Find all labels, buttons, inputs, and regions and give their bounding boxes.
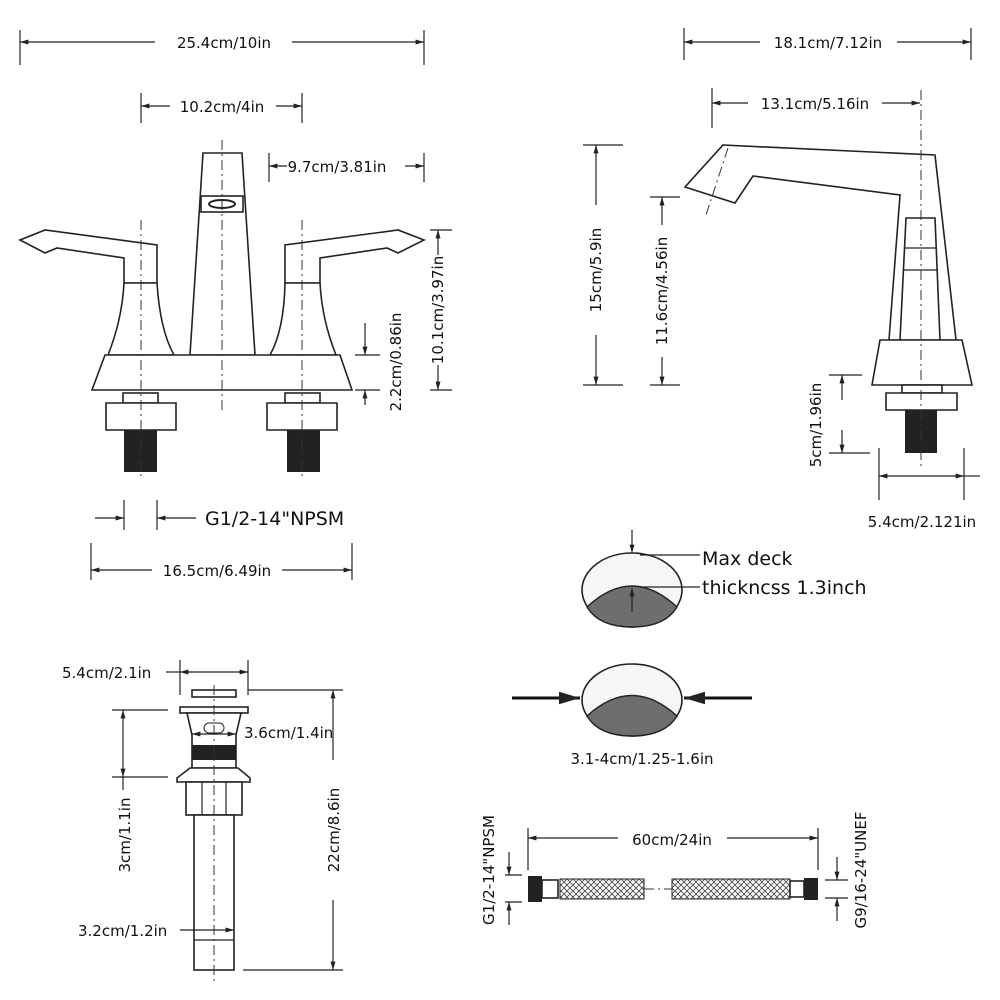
supply-hose: 60cm/24in G1/2-14"NPSM G9/16-24"UNEF [480, 811, 870, 928]
outlet-thread-dimension: G9/16-24"UNEF [825, 811, 870, 929]
flange-width-label: 5.4cm/2.1in [62, 664, 151, 682]
total-length-label: 22cm/8.6in [325, 788, 343, 873]
hose-drawing [528, 876, 818, 902]
outlet-thread-label: G9/16-24"UNEF [852, 811, 870, 928]
front-view: 25.4cm/10in 10.2cm/4in 9.7cm/3.81in [18, 30, 452, 580]
spout-reach-label: 13.1cm/5.16in [761, 95, 869, 113]
max-deck-label-line1: Max deck [702, 548, 793, 570]
spout-height-label: 15cm/5.9in [587, 228, 605, 313]
shank-length-label: 5cm/1.96in [807, 383, 825, 468]
flange-width-dimension: 5.4cm/2.1in [62, 660, 249, 695]
hole-size-label: 3.1-4cm/1.25-1.6in [570, 750, 713, 768]
side-faucet-drawing [683, 90, 973, 470]
base-width-dimension: 16.5cm/6.49in [90, 543, 353, 580]
total-length-dimension: 22cm/8.6in [243, 689, 343, 971]
hose-length-dimension: 60cm/24in [527, 828, 819, 870]
hole-size-diagram: 3.1-4cm/1.25-1.6in [512, 663, 752, 768]
overall-depth-dimension: 18.1cm/7.12in [683, 28, 972, 60]
spout-reach-dimension: 13.1cm/5.16in [711, 88, 920, 128]
base-height-label: 2.2cm/0.86in [387, 313, 405, 412]
spout-clearance-dimension: 11.6cm/4.56in [650, 196, 680, 386]
hose-length-label: 60cm/24in [632, 831, 712, 849]
side-view: 18.1cm/7.12in 13.1cm/5.16in 15cm/5.9in 1… [583, 28, 980, 531]
overall-depth-label: 18.1cm/7.12in [774, 34, 882, 52]
inlet-thread-dimension: G1/2-14"NPSM [480, 815, 522, 925]
base-height-dimension: 2.2cm/0.86in [355, 313, 405, 412]
body-height-dimension: 3cm/1.1in [112, 709, 168, 873]
handle-reach-dimension: 9.7cm/3.81in [268, 153, 425, 182]
front-faucet-drawing [18, 140, 426, 480]
body-height-label: 3cm/1.1in [116, 798, 134, 873]
thread-spec-label: G1/2-14"NPSM [205, 508, 344, 530]
base-depth-dimension: 5.4cm/2.121in [868, 448, 980, 531]
center-spacing-label: 10.2cm/4in [180, 98, 265, 116]
deck-thickness-diagram: Max deck thickncss 1.3inch [581, 530, 867, 628]
shank-length-dimension: 5cm/1.96in [807, 374, 870, 468]
drain-drawing [176, 685, 251, 985]
center-spacing-dimension: 10.2cm/4in [140, 93, 303, 123]
base-width-label: 16.5cm/6.49in [163, 562, 271, 580]
total-height-label: 10.1cm/3.97in [429, 256, 447, 364]
handle-reach-label: 9.7cm/3.81in [288, 158, 387, 176]
base-depth-label: 5.4cm/2.121in [868, 513, 976, 531]
overall-width-dimension: 25.4cm/10in [19, 30, 425, 65]
tail-width-label: 3.2cm/1.2in [78, 922, 167, 940]
overall-width-label: 25.4cm/10in [177, 34, 271, 52]
pop-up-drain: 5.4cm/2.1in 3.6cm/1.4in 3cm/1.1in 22cm/8… [62, 660, 343, 985]
tail-width-dimension: 3.2cm/1.2in [78, 922, 234, 940]
thread-spec-dimension: G1/2-14"NPSM [95, 500, 344, 530]
spout-clearance-label: 11.6cm/4.56in [653, 237, 671, 345]
max-deck-label-line2: thickncss 1.3inch [702, 577, 867, 599]
body-width-dimension: 3.6cm/1.4in [192, 724, 333, 742]
body-width-label: 3.6cm/1.4in [244, 724, 333, 742]
total-height-dimension: 10.1cm/3.97in [429, 229, 452, 391]
inlet-thread-label: G1/2-14"NPSM [480, 815, 498, 925]
spout-height-dimension: 15cm/5.9in [583, 144, 623, 386]
